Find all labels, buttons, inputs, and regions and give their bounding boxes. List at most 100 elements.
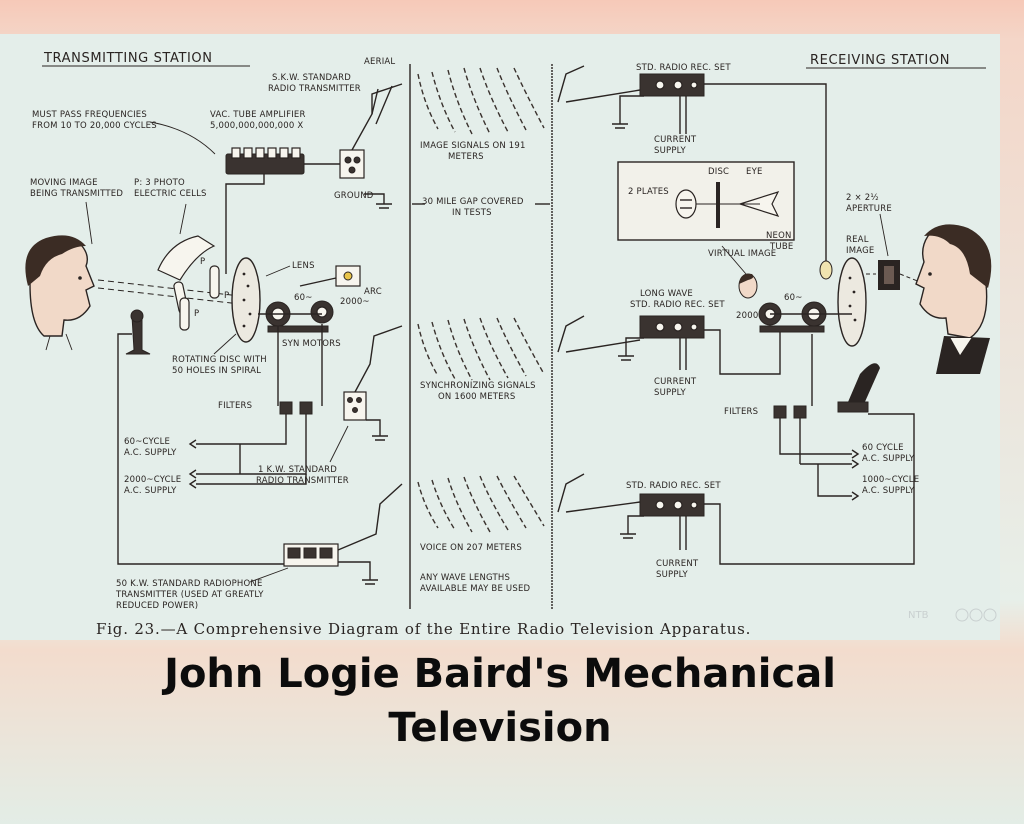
rx-image-supply-wires bbox=[679, 96, 687, 134]
plates-label: 2 PLATES bbox=[628, 187, 669, 197]
rx-sync-supply-label: CURRENT bbox=[654, 377, 697, 387]
tx-ac-2000-label: 2000~CYCLE bbox=[124, 475, 181, 485]
gap-label: 30 MILE GAP COVERED bbox=[422, 197, 524, 207]
rx-sync-supply-wires bbox=[679, 338, 687, 370]
microphone-wire bbox=[117, 333, 284, 565]
voice-aerial-mast bbox=[337, 483, 403, 551]
rx-voice-ground bbox=[620, 515, 644, 539]
fifty-kw-arrow bbox=[249, 567, 289, 583]
image-signal-waves bbox=[417, 67, 545, 135]
rx-filters-label: FILTERS bbox=[724, 407, 758, 417]
tx-filters-label: FILTERS bbox=[218, 401, 252, 411]
rx-ac-60-label-2: A.C. SUPPLY bbox=[862, 454, 915, 464]
sync-aerial-mast bbox=[354, 325, 403, 393]
cell-p-label: P bbox=[200, 257, 205, 267]
amplifier-label-2: 5,000,000,000,000 X bbox=[210, 121, 303, 131]
gap-label-2: IN TESTS bbox=[452, 208, 492, 218]
rx-neon-lamp bbox=[819, 260, 833, 280]
one-kw-label-2: RADIO TRANSMITTER bbox=[256, 476, 349, 486]
synchronous-motors bbox=[258, 300, 334, 333]
receiver-rotating-disc bbox=[837, 257, 867, 347]
rx-synchronous-motors bbox=[758, 301, 852, 333]
rx-signal-to-neon-wire bbox=[704, 83, 827, 266]
real-image-label: REAL bbox=[846, 235, 869, 245]
sync-signals-label: SYNCHRONIZING SIGNALS bbox=[420, 381, 536, 391]
skw-label-2: RADIO TRANSMITTER bbox=[268, 84, 361, 94]
any-wave-label: ANY WAVE LENGTHS bbox=[420, 573, 510, 583]
voice-label: VOICE ON 207 METERS bbox=[420, 543, 522, 553]
diagram-background bbox=[0, 34, 1000, 640]
arc-label: ARC bbox=[364, 287, 382, 297]
neon-tube-label: NEON bbox=[766, 231, 792, 241]
rx-voice-aerial-wire bbox=[565, 501, 641, 513]
page-title-line-2: Television bbox=[388, 705, 612, 751]
skw-transmitter bbox=[339, 149, 365, 179]
rx-image-ground bbox=[612, 95, 644, 129]
real-image-label-2: IMAGE bbox=[846, 246, 874, 256]
voice-signal-waves bbox=[417, 475, 545, 533]
fifty-kw-transmitter bbox=[283, 543, 339, 567]
aperture-label: 2 × 2½ bbox=[846, 193, 879, 203]
rx-current-supply-label: CURRENT bbox=[654, 135, 697, 145]
amplifier-label: VAC. TUBE AMPLIFIER bbox=[210, 110, 306, 120]
fifty-kw-label-2: TRANSMITTER (USED AT GREATLY bbox=[115, 590, 264, 600]
photo-electric-cells bbox=[157, 235, 220, 331]
rx-image-aerial bbox=[557, 65, 585, 103]
frequencies-arrow bbox=[149, 121, 216, 155]
transmitter-rotating-disc bbox=[231, 257, 261, 343]
aerial-wires bbox=[371, 85, 393, 125]
virtual-image-label: VIRTUAL IMAGE bbox=[708, 249, 776, 259]
rotating-disc-arrow bbox=[213, 333, 237, 355]
rx-sync-aerial-wire bbox=[565, 339, 641, 353]
tx-filter-1 bbox=[279, 401, 293, 415]
tx-ac-60-label-2: A.C. SUPPLY bbox=[124, 448, 177, 458]
lens-label: LENS bbox=[292, 261, 315, 271]
arc-lamp bbox=[335, 265, 361, 287]
rx-voice-aerial bbox=[557, 473, 585, 513]
baird-television-diagram: TRANSMITTING STATION RECEIVING STATION I… bbox=[0, 34, 1000, 640]
fifty-kw-label: 50 K.W. STANDARD RADIOPHONE bbox=[116, 579, 263, 589]
tx-filter-2 bbox=[299, 401, 313, 415]
figure-caption: Fig. 23.—A Comprehensive Diagram of the … bbox=[96, 620, 751, 638]
any-wave-label-2: AVAILABLE MAY BE USED bbox=[420, 584, 531, 594]
rx-image-receiver bbox=[639, 73, 705, 97]
transmitted-face bbox=[25, 235, 95, 351]
rx-filter-1 bbox=[773, 405, 787, 419]
rx-ac-1000-label-2: A.C. SUPPLY bbox=[862, 486, 915, 496]
disc-label: DISC bbox=[708, 167, 729, 177]
tx-freq-2000-label: 2000~ bbox=[340, 297, 370, 307]
aerial-label: AERIAL bbox=[364, 57, 395, 67]
vacuum-tube-amplifier bbox=[225, 147, 305, 175]
aperture-label-2: APERTURE bbox=[846, 204, 892, 214]
rx-voice-set-label: STD. RADIO REC. SET bbox=[626, 481, 721, 491]
rx-image-aerial-wire bbox=[565, 89, 641, 103]
ac-supply-arrows bbox=[188, 439, 197, 489]
rx-voice-supply-label: CURRENT bbox=[656, 559, 699, 569]
arc-beam bbox=[299, 277, 337, 287]
voice-ground-symbol bbox=[338, 561, 378, 585]
one-kw-arrow bbox=[329, 425, 349, 463]
rx-current-supply-label-2: SUPPLY bbox=[654, 146, 686, 156]
tx-freq-60-label: 60~ bbox=[294, 293, 313, 303]
viewer-face bbox=[915, 224, 992, 374]
fifty-kw-label-3: REDUCED POWER) bbox=[116, 601, 198, 611]
image-signals-label-2: METERS bbox=[448, 152, 484, 162]
virtual-image-face bbox=[738, 273, 758, 299]
rx-ac-1000-label: 1000~CYCLE bbox=[862, 475, 919, 485]
receiving-station-header: RECEIVING STATION bbox=[810, 53, 950, 68]
page-title-line-1: John Logie Baird's Mechanical bbox=[164, 651, 836, 697]
rx-std-set-label: STD. RADIO REC. SET bbox=[636, 63, 731, 73]
moving-image-arrow bbox=[85, 201, 93, 245]
rotating-disc-label: ROTATING DISC WITH bbox=[172, 355, 267, 365]
rx-freq-2000-label: 2000 bbox=[736, 311, 758, 321]
amp-feed-wire bbox=[225, 174, 265, 274]
rx-ac-supply-arrows bbox=[851, 449, 860, 501]
transmitter-microphone bbox=[125, 309, 151, 355]
rx-freq-60-label: 60~ bbox=[784, 293, 803, 303]
loudspeaker-horn bbox=[837, 363, 880, 413]
long-wave-label-2: STD. RADIO REC. SET bbox=[630, 300, 725, 310]
rotating-disc-label-2: 50 HOLES IN SPIRAL bbox=[172, 366, 261, 376]
watermark: NTB bbox=[908, 610, 929, 621]
photocells-label-2: ELECTRIC CELLS bbox=[134, 189, 207, 199]
eye-label: EYE bbox=[746, 167, 763, 177]
